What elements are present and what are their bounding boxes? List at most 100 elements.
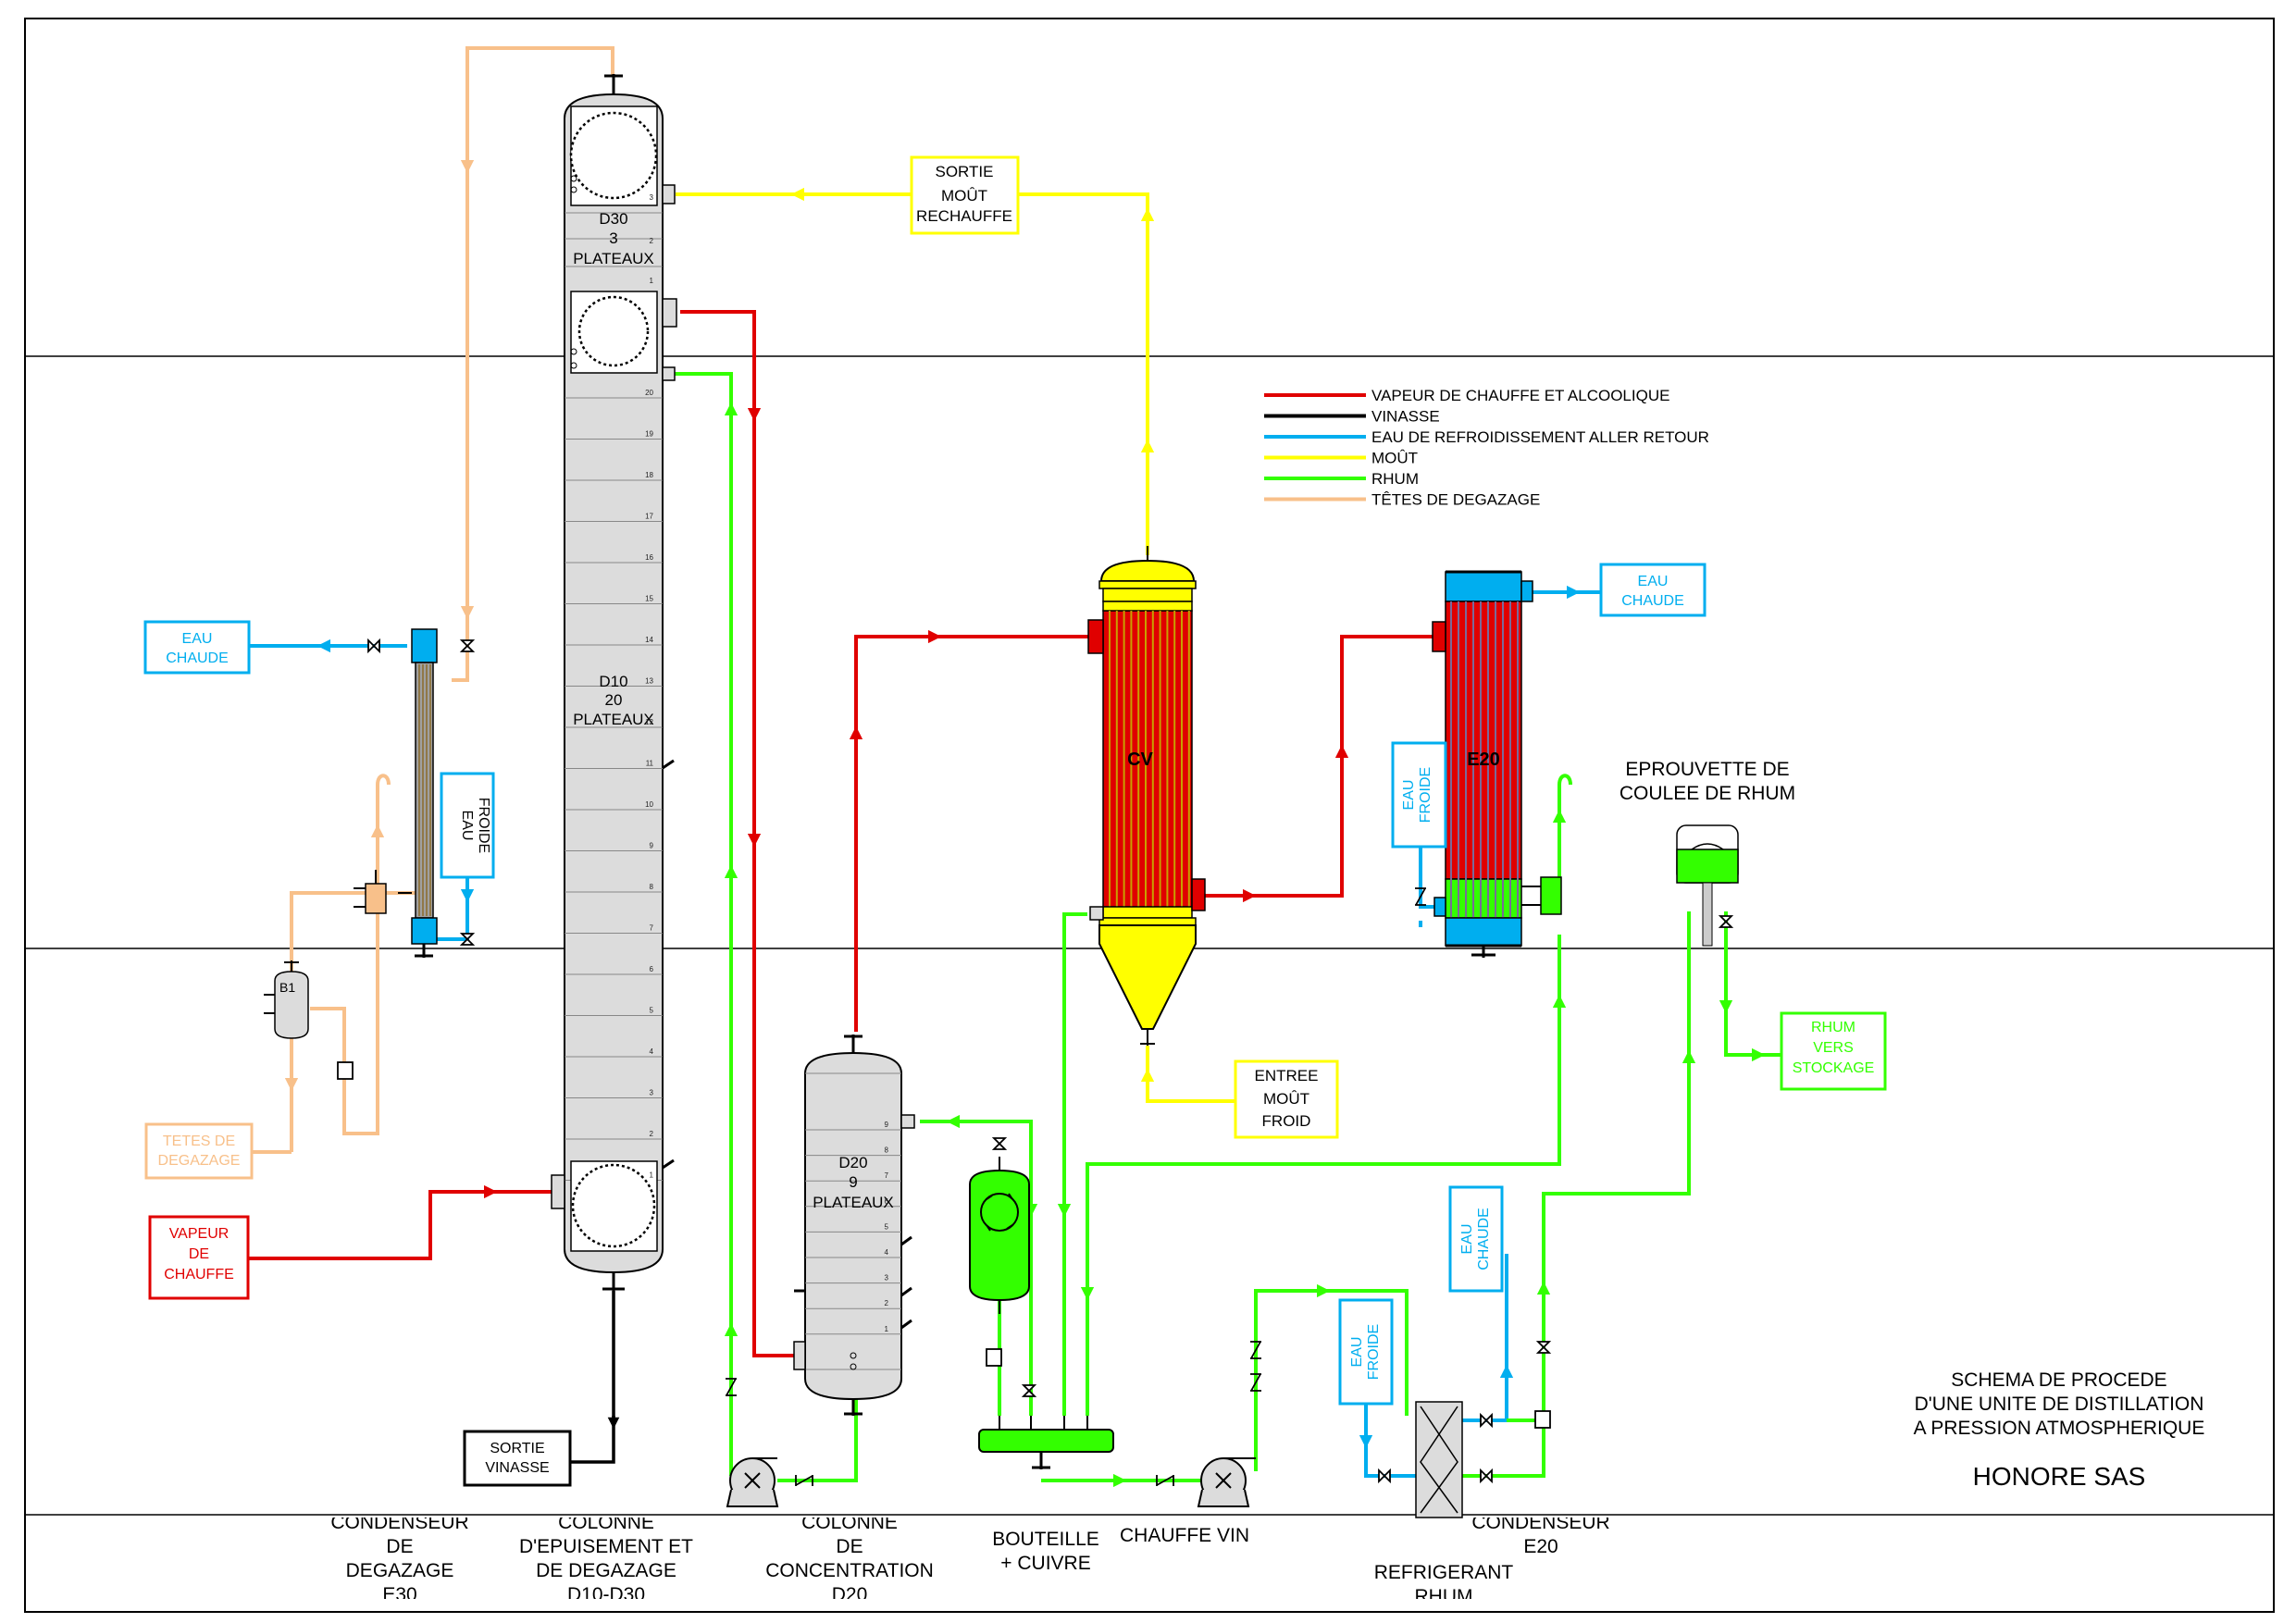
d10-label-2: 20 — [605, 691, 623, 709]
plate-number: 5 — [885, 1222, 889, 1231]
legend-label: VAPEUR DE CHAUFFE ET ALCOOLIQUE — [1371, 387, 1669, 404]
b1-label: B1 — [279, 980, 295, 995]
plate-number: 2 — [650, 1130, 654, 1138]
legend-label: EAU DE REFROIDISSEMENT ALLER RETOUR — [1371, 428, 1709, 446]
e20-label: E20 — [1467, 750, 1500, 770]
box-sortie-vinasse: SORTIE VINASSE — [463, 1430, 572, 1487]
plate-number: 11 — [646, 760, 654, 768]
manhole-bottom — [570, 1160, 658, 1252]
label-chauffe-vin: CHAUFFE VIN — [1120, 1525, 1249, 1546]
eau-froide-left-line-1: EAU — [459, 811, 475, 841]
eau-chaude-right-line-1: EAU — [1638, 574, 1669, 589]
eau-chaude-left-line-2: CHAUDE — [166, 650, 229, 666]
cv-label: CV — [1127, 750, 1153, 770]
eprouvette: EPROUVETTE DE COULEE DE RHUM — [1620, 759, 1795, 947]
pipe-vapeur-cv — [854, 635, 1092, 1032]
box-eau-froide-refr: EAU FROIDE — [1338, 1298, 1394, 1406]
plate-number: 2 — [885, 1299, 889, 1307]
pipe-vapeur-chauffe — [248, 1190, 553, 1260]
label-colonne-concentration-2: DE — [836, 1536, 863, 1557]
label-colonne-concentration-1: COLONNE — [801, 1512, 898, 1533]
plate-number: 7 — [885, 1171, 889, 1180]
label-condenseur-degazage-1: CONDENSEUR — [330, 1512, 468, 1533]
manhole-mid — [570, 291, 658, 374]
d20-label-1: D20 — [838, 1154, 867, 1171]
plate-number: 16 — [645, 553, 653, 562]
d10-label-3: PLATEAUX — [573, 711, 654, 728]
entree-mout-line-1: ENTREE — [1255, 1067, 1319, 1084]
box-eau-froide-left: EAU FROIDE — [440, 772, 495, 879]
plate-number: 13 — [645, 677, 653, 686]
label-condenseur-degazage-4: E30 — [382, 1584, 416, 1605]
condenser-e20: E20 — [1432, 570, 1562, 958]
plate-number: 10 — [645, 800, 653, 809]
pipe-vapeur — [248, 310, 1444, 1357]
label-refrigerant-1: REFRIGERANT — [1374, 1562, 1514, 1583]
pipe-tetes-b1 — [290, 891, 378, 972]
rhum-stockage-line-1: RHUM — [1811, 1020, 1855, 1035]
vapeur-chauffe-line-3: CHAUFFE — [164, 1267, 234, 1282]
pipe-rhum-refr — [1462, 911, 1691, 1478]
rhum-stockage-line-2: VERS — [1813, 1040, 1854, 1056]
pipe-mout — [676, 187, 1235, 1103]
box-entree-mout: ENTREE MOÛT FROID — [1234, 1059, 1339, 1139]
eau-chaude-right-line-2: CHAUDE — [1621, 593, 1684, 609]
eprouvette-label-2: COULEE DE RHUM — [1620, 783, 1795, 804]
d20-label-3: PLATEAUX — [813, 1194, 894, 1211]
legend-label: MOÛT — [1371, 450, 1418, 467]
drawing-frame — [24, 18, 2275, 1613]
label-condenseur-e20-2: E20 — [1523, 1536, 1558, 1557]
condenser-e30 — [354, 628, 438, 958]
plate-number: 14 — [645, 636, 653, 644]
tetes-degazage-line-2: DEGAZAGE — [158, 1153, 241, 1169]
plate-number: 6 — [885, 1197, 889, 1206]
plate-number: 17 — [645, 513, 653, 521]
plate-number: 9 — [650, 842, 654, 850]
plate-number: 1 — [885, 1325, 889, 1333]
plate-number: 4 — [885, 1248, 889, 1257]
pipe-rhum-vent — [1558, 774, 1572, 879]
eau-chaude-refr-line-2: CHAUDE — [1476, 1208, 1492, 1270]
plate-number: 15 — [645, 595, 653, 603]
plate-number: 3 — [650, 1089, 654, 1097]
legend-label: RHUM — [1371, 470, 1419, 488]
manhole-top — [569, 105, 658, 206]
eau-froide-refr-line-1: EAU — [1349, 1337, 1365, 1368]
pipe-tetes-vent — [376, 774, 391, 888]
sortie-mout-line-2: MOÛT — [941, 187, 987, 204]
pipe-rhum-cv — [1062, 912, 1087, 1416]
plate-number: 8 — [650, 883, 654, 891]
pipe-tetes-return — [310, 911, 379, 1135]
plate-number: 20 — [645, 389, 653, 397]
eprouvette-label-1: EPROUVETTE DE — [1625, 759, 1789, 780]
box-eau-chaude-left: EAU CHAUDE — [143, 620, 251, 675]
chauffe-vin-cv: CV — [1087, 546, 1206, 1046]
bouteille-cuivre — [969, 1157, 1114, 1469]
plate-number: 8 — [885, 1146, 889, 1155]
title-block: SCHEMA DE PROCEDE D'UNE UNITE DE DISTILL… — [1914, 1369, 2205, 1491]
plate-number: 6 — [650, 965, 654, 973]
refrigerant-rhum — [1415, 1401, 1463, 1518]
plate-number: 1 — [650, 1171, 654, 1180]
entree-mout-line-2: MOÛT — [1263, 1090, 1309, 1108]
label-colonne-concentration-4: D20 — [832, 1584, 868, 1605]
label-refrigerant-2: RHUM — [1415, 1586, 1473, 1607]
pipe-rhum-reflux — [668, 372, 733, 1476]
sortie-vinasse-line-1: SORTIE — [490, 1441, 544, 1456]
vapeur-chauffe-line-2: DE — [189, 1246, 209, 1262]
bottom-labels: CONDENSEUR DE DEGAZAGE E30 COLONNE D'EPU… — [330, 1512, 1609, 1607]
title-line-1: SCHEMA DE PROCEDE — [1951, 1369, 2166, 1391]
box-vapeur-chauffe: VAPEUR DE CHAUFFE — [148, 1215, 250, 1300]
entree-mout-line-3: FROID — [1262, 1112, 1311, 1130]
pipe-tetes-top — [452, 46, 614, 682]
plate-number: 7 — [650, 924, 654, 933]
d30-label-3: PLATEAUX — [573, 250, 654, 267]
company-name: HONORE SAS — [1973, 1462, 2146, 1491]
pipe-vapeur-e20 — [1203, 635, 1444, 898]
vapeur-chauffe-line-1: VAPEUR — [169, 1226, 230, 1242]
pipe-tetes — [252, 46, 614, 1154]
pump-2 — [1197, 1457, 1256, 1507]
label-condenseur-degazage-3: DEGAZAGE — [346, 1560, 454, 1581]
